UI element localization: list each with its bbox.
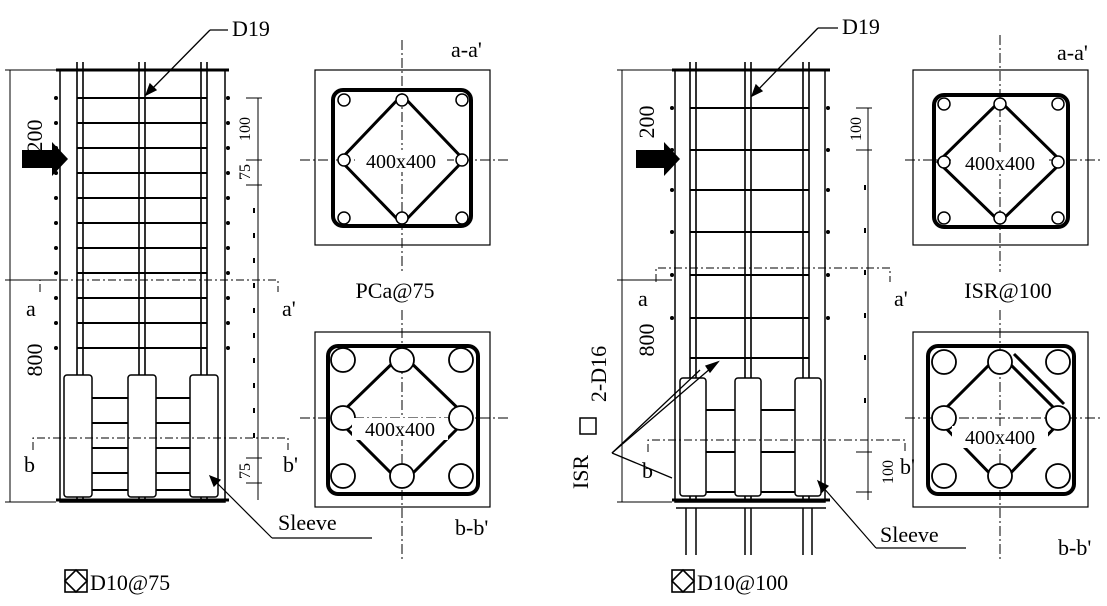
right-dim-800: 800 — [634, 324, 659, 357]
left-dim-200: 200 — [22, 120, 47, 153]
right-specimen-label: ISR@100 — [964, 278, 1052, 303]
right-isr-bars: 2-D16 — [586, 346, 611, 402]
right-hoop-legend-icon — [670, 568, 696, 594]
left-side-dots — [54, 96, 230, 350]
right-specimen: D19 200 800 100 100 a a' b — [568, 14, 1100, 595]
left-specimen: D19 200 800 100 75 75 — [5, 16, 510, 595]
left-sec-aa-title: a-a' — [451, 37, 482, 62]
right-section-bb — [905, 310, 1100, 560]
left-sleeve-leader — [208, 474, 372, 539]
right-d19-leader — [750, 27, 838, 98]
right-cut-b: b — [642, 458, 653, 483]
left-sec-aa-size: 400x400 — [366, 151, 436, 173]
left-cut-b: b — [24, 452, 35, 477]
left-spacing-75-bottom: 75 — [237, 463, 254, 479]
right-column-elevation — [670, 62, 830, 555]
left-spacing-75-top: 75 — [237, 164, 254, 180]
right-spacing-100-bottom: 100 — [880, 460, 897, 484]
right-sec-bb-title: b-b' — [1058, 535, 1091, 560]
right-vertical-dimension — [617, 69, 672, 503]
right-cut-a-prime: a' — [894, 286, 908, 311]
right-spacing-chain — [856, 107, 872, 500]
right-sleeves — [679, 377, 822, 497]
right-sec-aa-title: a-a' — [1057, 40, 1088, 65]
left-sec-bb-size: 400x400 — [365, 419, 435, 441]
right-side-dots — [670, 106, 830, 320]
left-specimen-label: PCa@75 — [356, 278, 435, 303]
right-sleeve-label: Sleeve — [880, 522, 939, 547]
right-hoop-label: D10@100 — [697, 570, 788, 595]
left-hoop-label: D10@75 — [90, 570, 170, 595]
right-cut-b-prime: b' — [900, 454, 915, 479]
right-isr-leader — [611, 360, 720, 479]
right-sleeve-leader — [816, 479, 966, 549]
right-load-arrow-icon — [636, 142, 680, 176]
left-load-arrow-icon — [22, 142, 68, 176]
right-isr-label: ISR — [568, 455, 593, 490]
right-sec-bb-size: 400x400 — [965, 427, 1035, 449]
left-bar-label: D19 — [232, 16, 270, 41]
left-cut-a: a — [26, 296, 36, 321]
right-bar-label: D19 — [842, 14, 880, 39]
right-isr-icon — [579, 417, 597, 435]
left-hoop-legend-icon — [63, 568, 89, 594]
right-section-aa — [905, 35, 1100, 272]
right-base-bars — [676, 507, 826, 555]
left-vertical-dimension — [5, 69, 56, 503]
left-cut-b-prime: b' — [283, 452, 298, 477]
left-section-cuts — [32, 279, 289, 450]
right-cut-a: a — [638, 286, 648, 311]
right-spacing-ticks — [864, 185, 866, 403]
left-cut-a-prime: a' — [282, 296, 296, 321]
left-sec-bb-title: b-b' — [455, 515, 488, 540]
right-sec-aa-size: 400x400 — [965, 153, 1035, 175]
left-dim-800: 800 — [22, 344, 47, 377]
right-section-cuts — [647, 267, 906, 452]
right-dim-200: 200 — [634, 106, 659, 139]
left-column-elevation — [54, 62, 230, 503]
left-spacing-100: 100 — [237, 117, 254, 141]
left-d19-leader — [144, 29, 228, 97]
left-section-aa — [300, 40, 510, 272]
right-spacing-100-top: 100 — [848, 117, 865, 141]
left-spacing-chain — [246, 97, 262, 500]
left-sleeves — [63, 374, 219, 498]
left-spacing-ticks — [253, 208, 255, 438]
left-section-bb — [300, 310, 510, 560]
left-sleeve-label: Sleeve — [278, 510, 337, 535]
